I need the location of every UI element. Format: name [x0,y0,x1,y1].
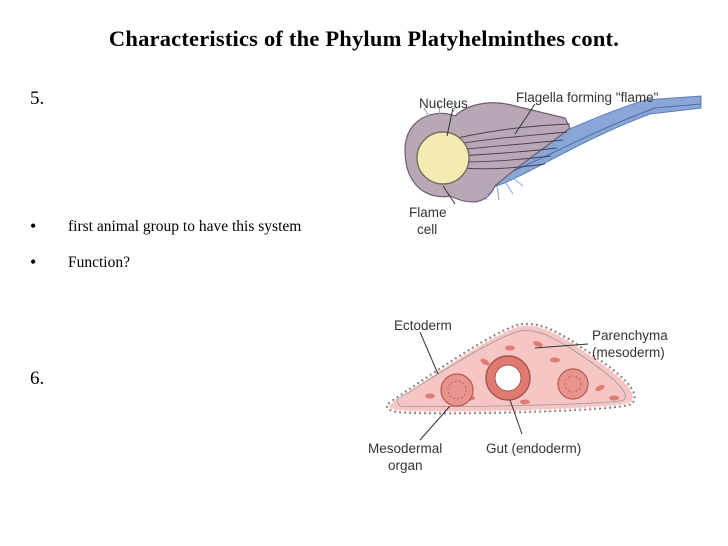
slide-title: Characteristics of the Phylum Platyhelmi… [108,26,620,51]
bullet-text: first animal group to have this system [68,217,302,235]
label-organ: organ [388,458,423,473]
label-nucleus: Nucleus [419,96,468,111]
flame-cell-figure: Nucleus Flagella forming "flame" Flame c… [404,90,702,237]
item-5-number: 5. [30,88,45,109]
cross-section-figure: Ectoderm Parenchyma (mesoderm) Mesoderma… [368,318,668,473]
label-gut: Gut (endoderm) [486,441,581,456]
label-flame: Flame [409,205,447,220]
bullet-item: • first animal group to have this system [30,216,301,237]
label-parenchyma: Parenchyma [592,328,668,343]
item-6-number: 6. [30,368,45,389]
bullet-marker: • [30,252,37,272]
bullet-marker: • [30,216,37,236]
nucleus [416,131,470,185]
flagella-flame [456,123,571,170]
label-mesodermal: Mesodermal [368,441,442,456]
label-mesoderm: (mesoderm) [592,345,665,360]
bullet-text: Function? [68,253,130,271]
label-cell: cell [417,222,437,237]
label-ectoderm: Ectoderm [394,318,452,333]
bullet-item: • Function? [30,252,130,273]
label-flagella: Flagella forming "flame" [516,90,659,105]
mesodermal-organ-right [557,368,589,400]
mesodermal-organ-left [440,373,474,407]
